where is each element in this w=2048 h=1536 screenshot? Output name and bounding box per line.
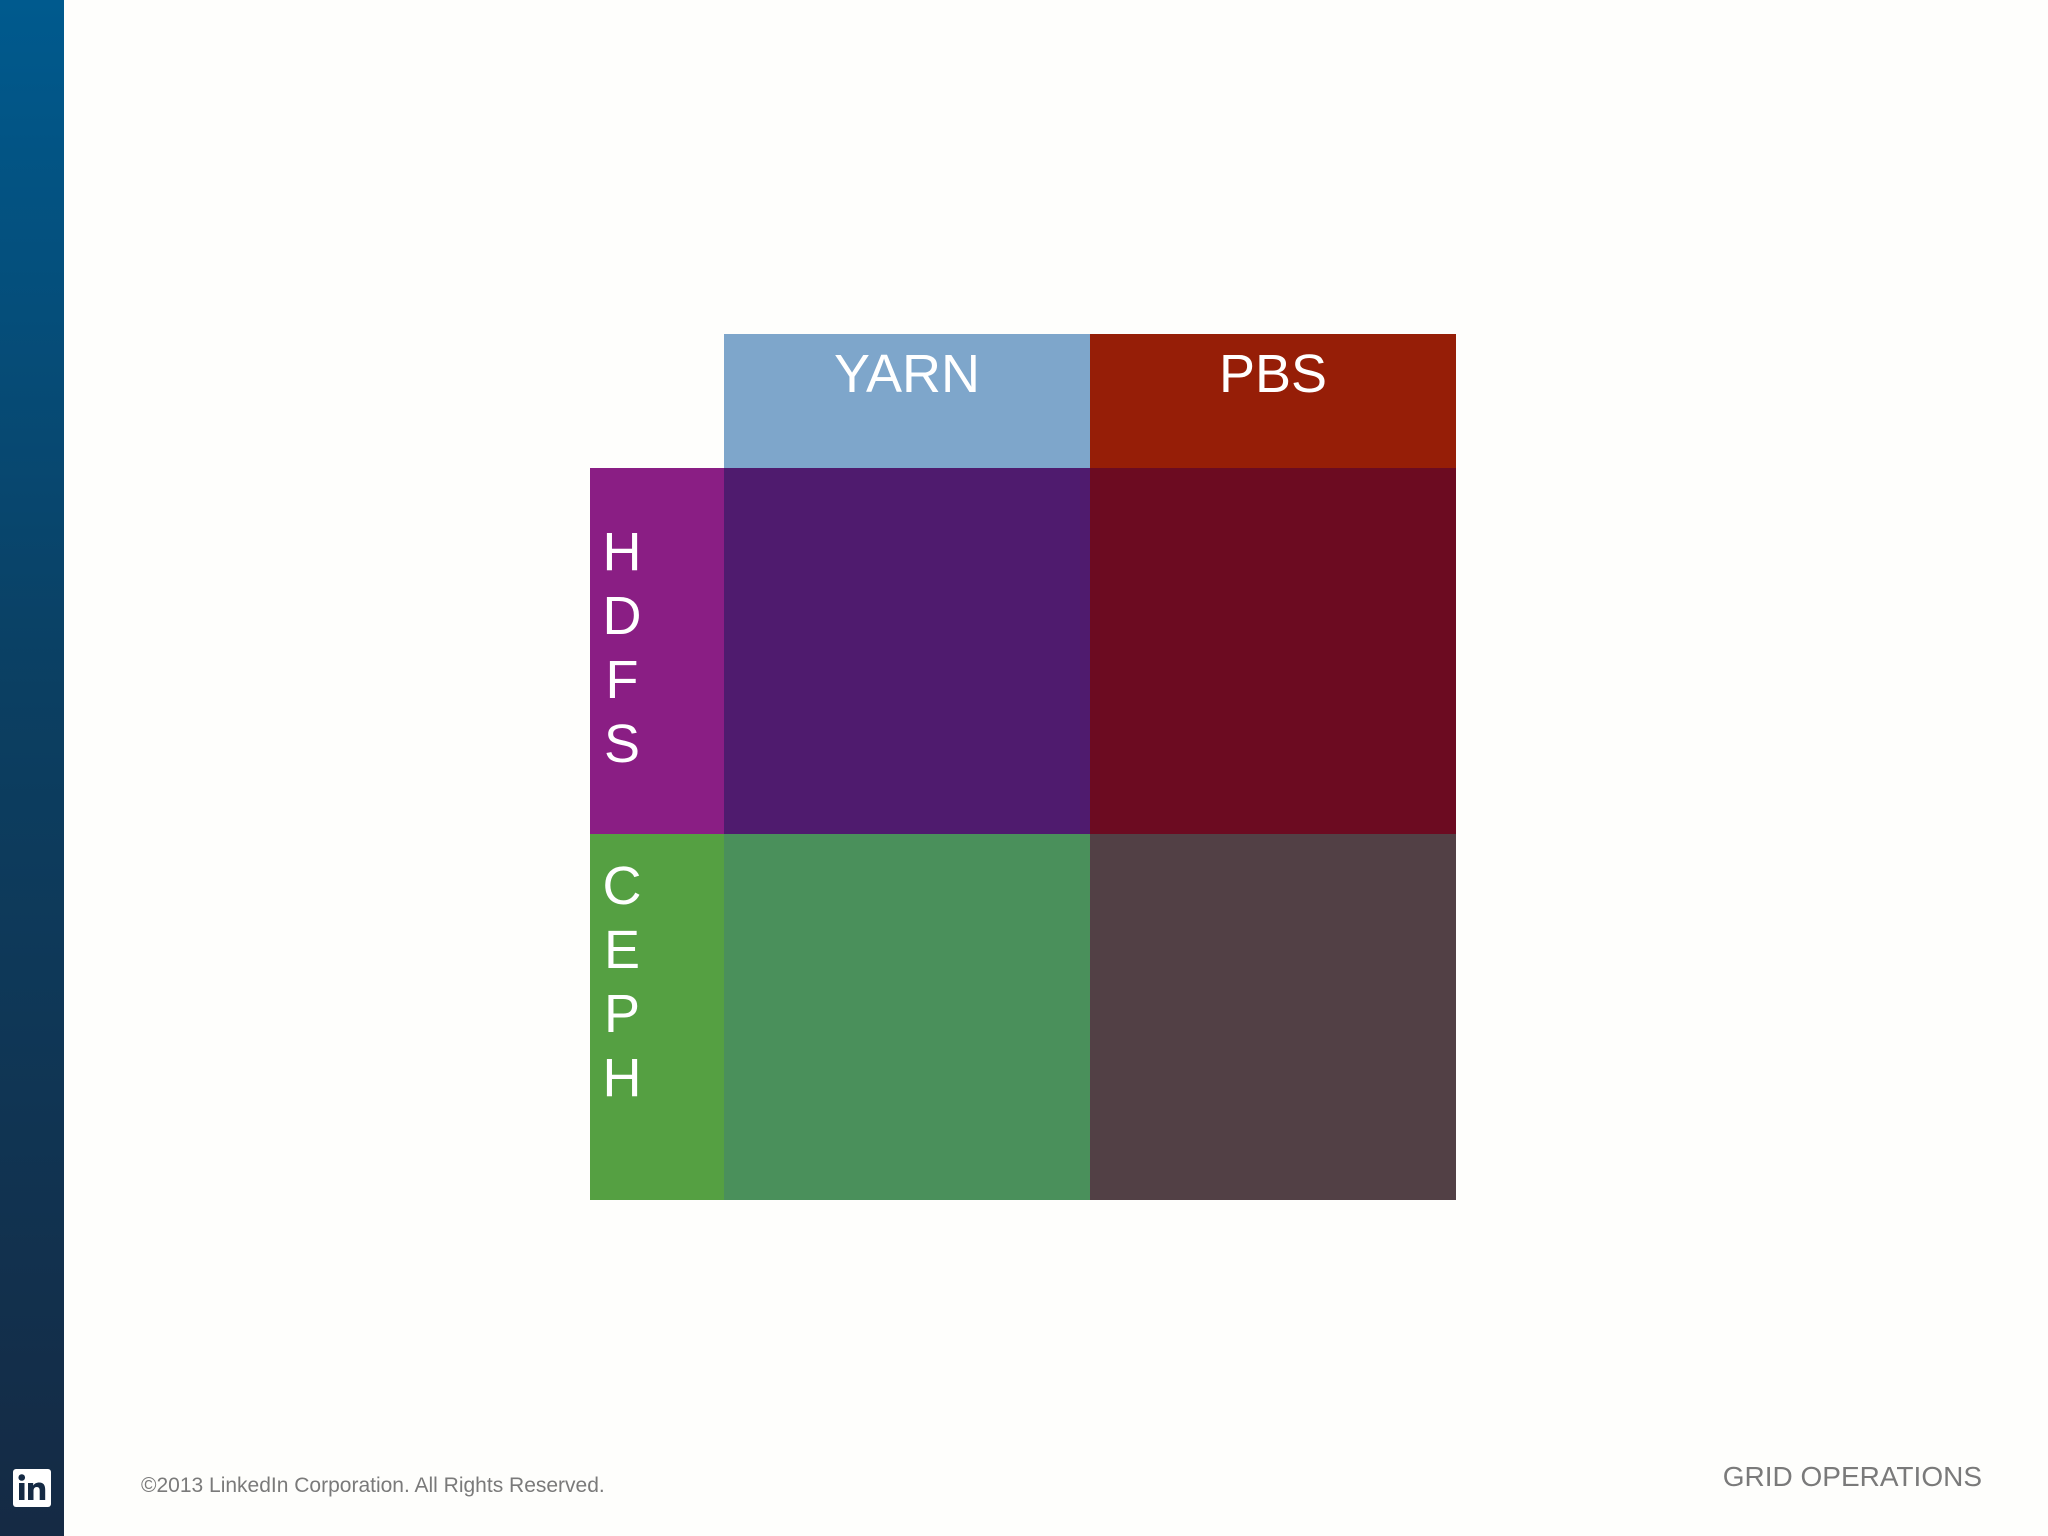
column-header-pbs-label: PBS — [1218, 344, 1328, 404]
side-accent-bar — [0, 0, 64, 1536]
copyright-text: ©2013 LinkedIn Corporation. All Rights R… — [141, 1474, 605, 1497]
row-header-letter: H — [602, 522, 642, 582]
row-header-ceph-label: C E P H — [598, 854, 646, 1110]
row-header-hdfs-label: H D F S — [598, 520, 646, 776]
row-header-letter: E — [603, 920, 641, 980]
linkedin-logo-icon — [13, 1469, 51, 1507]
cell-ceph-pbs — [1090, 834, 1456, 1200]
row-header-letter: D — [602, 586, 642, 646]
cell-hdfs-yarn — [724, 468, 1090, 834]
row-header-letter: C — [602, 856, 642, 916]
row-header-letter: S — [603, 714, 641, 774]
cell-ceph-yarn — [724, 834, 1090, 1200]
cell-hdfs-pbs — [1090, 468, 1456, 834]
column-header-yarn: YARN — [724, 334, 1090, 468]
row-header-letter: P — [603, 984, 641, 1044]
row-header-ceph: C E P H — [590, 834, 724, 1200]
section-title: GRID OPERATIONS — [1722, 1461, 1982, 1492]
row-header-letter: H — [602, 1048, 642, 1108]
row-header-letter: F — [605, 650, 639, 710]
row-header-hdfs: H D F S — [590, 468, 724, 834]
column-header-pbs: PBS — [1090, 334, 1456, 468]
column-header-yarn-label: YARN — [833, 344, 981, 404]
